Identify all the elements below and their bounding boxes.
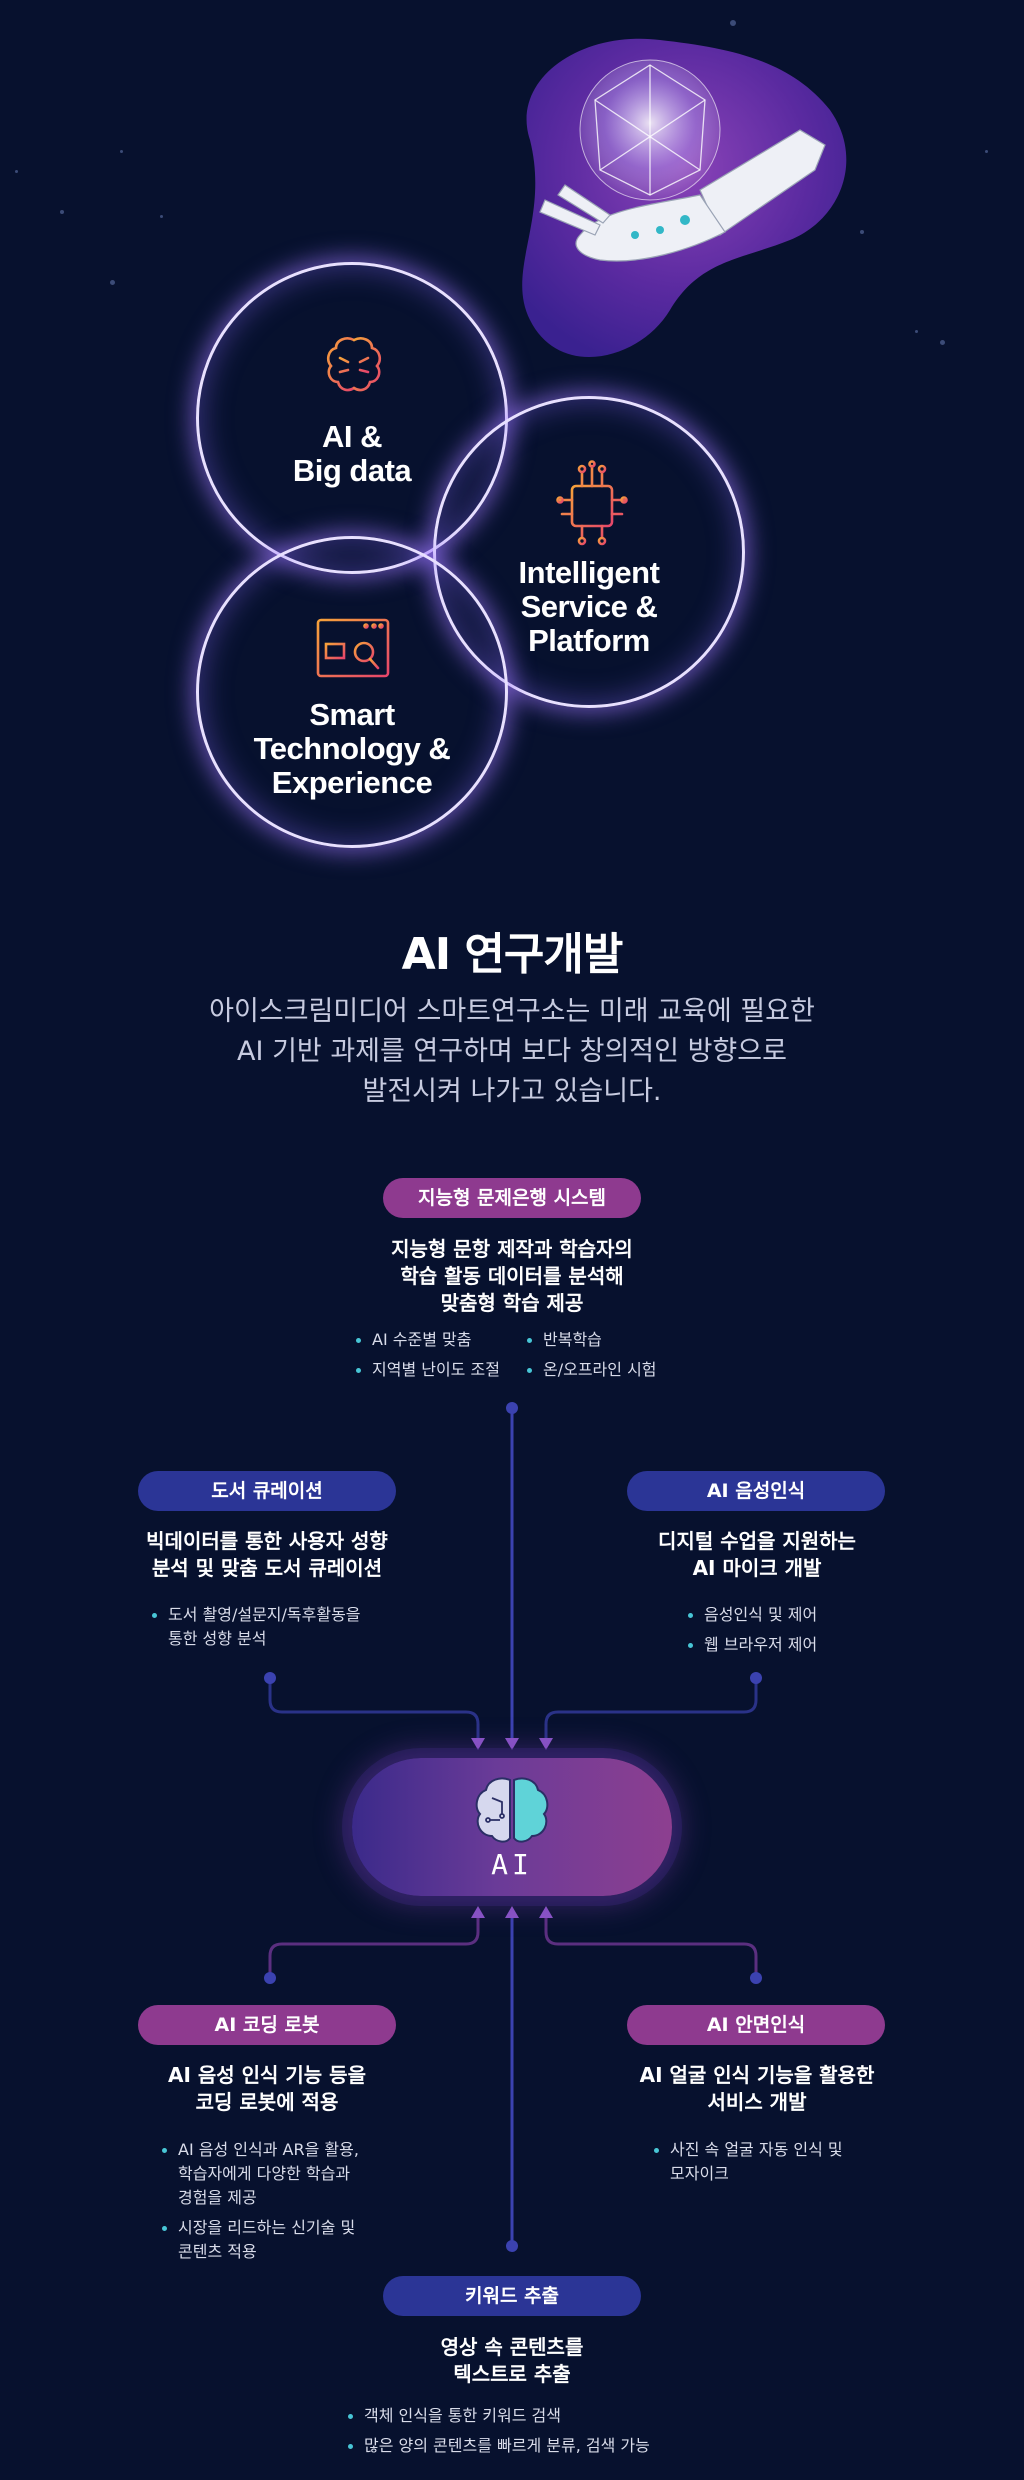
- list-item: 웹 브라우저 제어: [688, 1633, 817, 1657]
- circle-label-ai-big-data: AI & Big data: [292, 419, 412, 488]
- bullet-list-question-bank-left: AI 수준별 맞춤 지역별 난이도 조절: [356, 1328, 500, 1382]
- circle-intelligent-service: [433, 396, 745, 708]
- list-item: 사진 속 얼굴 자동 인식 및 모자이크: [654, 2138, 843, 2186]
- robot-hand-illustration: [522, 38, 847, 358]
- bullet-list-question-bank-right: 반복학습 온/오프라인 시험: [527, 1328, 657, 1382]
- brain-icon: [326, 337, 382, 398]
- section-title: AI 연구개발: [401, 929, 624, 980]
- section-description: 아이스크림미디어 스마트연구소는 미래 교육에 필요한 AI 기반 과제를 연구…: [0, 992, 1024, 1112]
- pill-ai-coding-robot: AI 코딩 로봇: [138, 2005, 396, 2045]
- list-item: 온/오프라인 시험: [527, 1358, 657, 1382]
- circle-label-smart-technology: Smart Technology & Experience: [253, 697, 451, 800]
- feature-title-keyword-extraction: 영상 속 콘텐츠를 텍스트로 추출: [440, 2335, 584, 2386]
- circle-label-intelligent-service: Intelligent Service & Platform: [518, 555, 660, 658]
- star-decoration: [15, 170, 18, 173]
- pill-intelligent-question-bank: 지능형 문제은행 시스템: [383, 1178, 641, 1218]
- ai-core-badge: [352, 1758, 672, 1896]
- feature-title-voice-recognition: 디지털 수업을 지원하는 AI 마이크 개발: [658, 1529, 856, 1580]
- list-item: 시장을 리드하는 신기술 및 콘텐츠 적용: [162, 2216, 359, 2264]
- star-decoration: [985, 150, 988, 153]
- list-item: AI 음성 인식과 AR을 활용, 학습자에게 다양한 학습과 경험을 제공: [162, 2138, 359, 2210]
- list-item: 지역별 난이도 조절: [356, 1358, 500, 1382]
- feature-title-coding-robot: AI 음성 인식 기능 등을 코딩 로봇에 적용: [168, 2063, 366, 2114]
- pill-ai-face-recognition: AI 안면인식: [627, 2005, 885, 2045]
- pill-book-curation: 도서 큐레이션: [138, 1471, 396, 1511]
- star-decoration: [120, 150, 123, 153]
- description-line: 발전시켜 나가고 있습니다.: [362, 1076, 662, 1107]
- star-decoration: [60, 210, 64, 214]
- bullet-list-coding-robot: AI 음성 인식과 AR을 활용, 학습자에게 다양한 학습과 경험을 제공 시…: [162, 2138, 359, 2264]
- star-decoration: [860, 230, 864, 234]
- feature-title-question-bank: 지능형 문항 제작과 학습자의 학습 활동 데이터를 분석해 맞춤형 학습 제공: [391, 1237, 633, 1315]
- description-line: AI 기반 과제를 연구하며 보다 창의적인 방향으로: [237, 1036, 787, 1067]
- list-item: 반복학습: [527, 1328, 657, 1352]
- list-item: 도서 촬영/설문지/독후활동을 통한 성향 분석: [152, 1603, 361, 1651]
- list-item: AI 수준별 맞춤: [356, 1328, 500, 1352]
- star-decoration: [730, 20, 736, 26]
- bullet-list-book-curation: 도서 촬영/설문지/독후활동을 통한 성향 분석: [152, 1603, 361, 1651]
- circle-smart-technology: [196, 536, 508, 848]
- star-decoration: [915, 330, 918, 333]
- pill-keyword-extraction: 키워드 추출: [383, 2276, 641, 2316]
- list-item: 객체 인식을 통한 키워드 검색: [348, 2404, 650, 2428]
- feature-title-book-curation: 빅데이터를 통한 사용자 성향 분석 및 맞춤 도서 큐레이션: [146, 1529, 388, 1580]
- list-item: 음성인식 및 제어: [688, 1603, 817, 1627]
- window-search-icon: [316, 618, 390, 678]
- star-decoration: [940, 340, 945, 345]
- feature-title-face-recognition: AI 얼굴 인식 기능을 활용한 서비스 개발: [639, 2063, 875, 2114]
- chip-icon: [556, 460, 628, 546]
- bullet-list-voice-recognition: 음성인식 및 제어 웹 브라우저 제어: [688, 1603, 817, 1657]
- star-decoration: [110, 280, 115, 285]
- star-decoration: [160, 215, 163, 218]
- pill-ai-voice-recognition: AI 음성인식: [627, 1471, 885, 1511]
- description-line: 아이스크림미디어 스마트연구소는 미래 교육에 필요한: [209, 996, 815, 1027]
- list-item: 많은 양의 콘텐츠를 빠르게 분류, 검색 가능: [348, 2434, 650, 2458]
- bullet-list-keyword-extraction: 객체 인식을 통한 키워드 검색 많은 양의 콘텐츠를 빠르게 분류, 검색 가…: [348, 2404, 650, 2458]
- ai-core-label: AI: [491, 1848, 533, 1881]
- bullet-list-face-recognition: 사진 속 얼굴 자동 인식 및 모자이크: [654, 2138, 843, 2186]
- brain-icon: [475, 1777, 549, 1843]
